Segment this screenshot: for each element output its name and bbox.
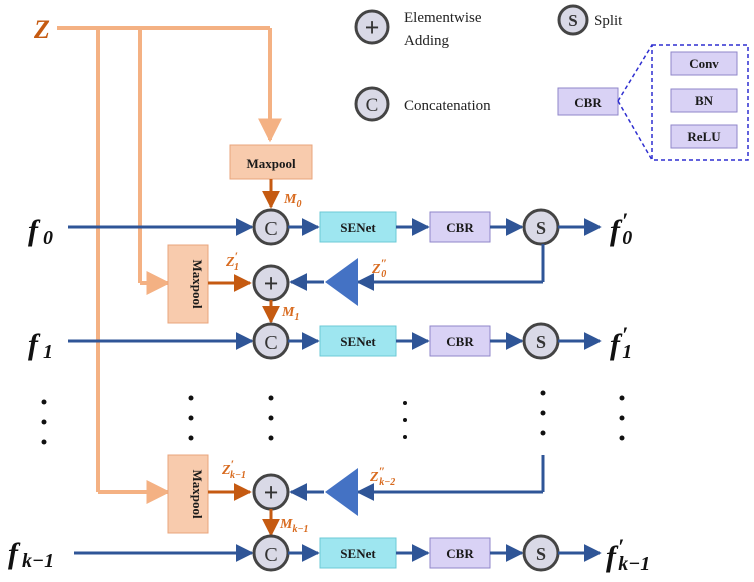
- zk-label: Z′k−1: [221, 457, 246, 481]
- legend-add-label-2: Adding: [404, 33, 450, 49]
- legend: + Elementwise Adding S Split C Concatena…: [354, 4, 749, 161]
- legend-cbr: CBR Conv BN ReLU: [557, 44, 749, 161]
- m1-label: M1: [281, 305, 299, 323]
- split-node-k-label: S: [536, 544, 546, 564]
- z-input-lines: [57, 26, 282, 504]
- senet-1-label: SENet: [340, 334, 376, 349]
- cbr-0: [429, 211, 491, 243]
- maxpool-1-label: Maxpool: [190, 259, 205, 309]
- z1-label: Z′1: [225, 249, 239, 273]
- legend-concat-label: Concatenation: [404, 98, 491, 114]
- z-input-label: Z: [33, 15, 50, 44]
- concat-icon: C: [366, 95, 379, 116]
- cbr-k-label: CBR: [446, 546, 474, 561]
- maxpool-0-label: Maxpool: [246, 156, 296, 171]
- legend-cbr-bn: BN: [695, 93, 714, 108]
- add-icon: +: [365, 13, 380, 42]
- add-node-1-label: +: [264, 269, 279, 298]
- ellipsis-dots: [41, 390, 625, 445]
- concat-node-1-label: C: [264, 332, 277, 354]
- upsample-trapezoid-0: [325, 258, 358, 306]
- split-node-1-label: S: [536, 332, 546, 352]
- feedback-k: [289, 455, 545, 501]
- concat-node-k-label: C: [264, 544, 277, 566]
- maxpool-0: Maxpool: [229, 144, 313, 180]
- cbr-1: [429, 325, 491, 357]
- senet-1: [319, 325, 397, 357]
- concat-node-0-label: C: [264, 218, 277, 240]
- fk-output-label: f′k−1: [606, 534, 650, 575]
- senet-k-label: SENet: [340, 546, 376, 561]
- maxpool-k: Maxpool: [167, 454, 209, 534]
- legend-cbr-label: CBR: [574, 95, 602, 110]
- legend-split-label: Split: [594, 13, 623, 29]
- legend-add-label-1: Elementwise: [404, 10, 482, 26]
- cbr-0-label: CBR: [446, 220, 474, 235]
- m0-label: M0: [283, 192, 301, 210]
- maxpool-1: Maxpool: [167, 244, 209, 324]
- maxpool-k-label: Maxpool: [190, 469, 205, 519]
- legend-concat: C Concatenation: [354, 86, 491, 122]
- cbr-1-label: CBR: [446, 334, 474, 349]
- split-icon: S: [568, 11, 577, 30]
- cbr-k: [429, 537, 491, 569]
- senet-0: [319, 211, 397, 243]
- legend-cbr-relu: ReLU: [687, 129, 721, 144]
- senet-k: [319, 537, 397, 569]
- mk-label: Mk−1: [279, 517, 309, 535]
- upsample-trapezoid-k: [325, 468, 358, 516]
- legend-cbr-conv: Conv: [689, 56, 719, 71]
- add-node-k-label: +: [264, 478, 279, 507]
- split-node-0-label: S: [536, 218, 546, 238]
- feedback-0: [289, 244, 545, 291]
- f0-output-label: f′0: [610, 208, 632, 249]
- legend-split: S Split: [557, 4, 623, 36]
- zk2pp-label: Z″k−2: [369, 464, 395, 488]
- legend-add: + Elementwise Adding: [354, 9, 482, 49]
- z0pp-label: Z″0: [371, 256, 387, 280]
- senet-0-label: SENet: [340, 220, 376, 235]
- f1-output-label: f′1: [610, 322, 632, 363]
